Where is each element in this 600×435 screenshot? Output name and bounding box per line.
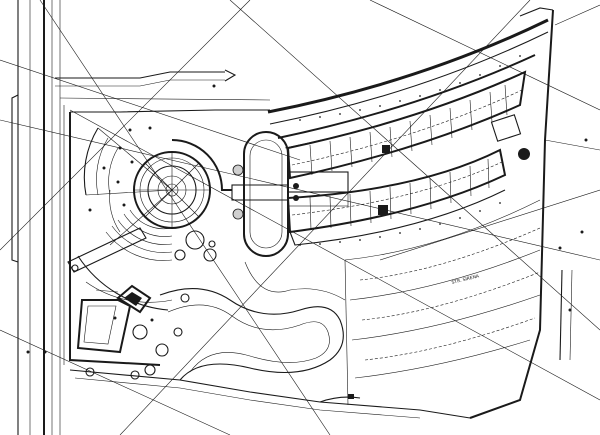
- column-dots: [299, 55, 521, 246]
- amphitheatre: [67, 127, 173, 311]
- north-path: [55, 69, 237, 87]
- tree-dots: [26, 84, 588, 354]
- street-label-group: STR. SIRENA: [451, 273, 481, 286]
- trees: [71, 230, 217, 380]
- lower-wing: [286, 145, 530, 246]
- parking-area: [344, 199, 541, 406]
- upper-arcade: [267, 18, 549, 149]
- upper-wing: [286, 70, 527, 180]
- central-oval-building: [231, 131, 349, 257]
- garden-path: [159, 261, 361, 403]
- east-strip: [544, 4, 600, 361]
- site-boundary: [59, 7, 554, 419]
- street-label: STR. SIRENA: [451, 273, 481, 286]
- rotunda: [109, 139, 232, 233]
- pool-and-pavilion: [76, 284, 152, 354]
- left-street: [11, 0, 61, 435]
